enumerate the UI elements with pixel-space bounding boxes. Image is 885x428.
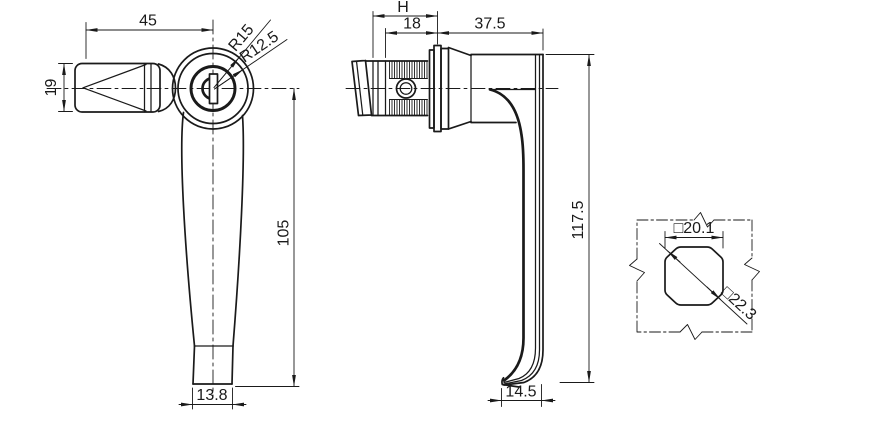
nut-washer-stack [428,44,450,133]
keyway-slot [208,73,219,105]
cross-hole-outer [395,78,417,99]
side-view: H 18 37.5 117.5 14 [345,0,595,407]
dim-overall-height: 117.5 [545,54,595,383]
diagonal-arrow-topleft [667,250,681,263]
thread-root-lines [389,78,428,100]
head-bezel-circle [177,52,249,125]
dim-label-105: 105 [276,220,293,247]
grip-end-cap [157,63,177,113]
panel-outline [629,212,760,340]
dim-square-size: □20.1 [664,220,724,249]
grip-collar-lines [143,62,152,113]
dim-thread-length: 18 [385,16,438,58]
cross-hole-inner [399,82,413,95]
dim-label-h: H [397,0,409,16]
bezel-cone [447,46,472,130]
handle-body-side [470,53,544,388]
dim-body-depth: 37.5 [437,16,544,51]
tip-sides [192,345,234,385]
panel-break-symbol-top [693,212,715,228]
panel-break-symbol-bottom [679,324,703,340]
dim-label-14-5: 14.5 [505,384,536,401]
thread-hatch-bottom [389,99,428,116]
dim-tip-width: 13.8 [178,387,247,410]
dim-label-sq-20-1: □20.1 [674,220,715,237]
arm-edge-line-2 [503,53,541,385]
washer-plate-3 [440,47,450,130]
dim-arm-length: 105 [235,88,300,387]
dim-label-45: 45 [139,13,157,30]
dim-label-37-5: 37.5 [474,16,505,33]
cutout-view: □20.1 □22.3 [629,212,760,340]
extension-line [664,231,724,249]
dim-label-117-5: 117.5 [570,200,587,239]
lock-face-circle [189,65,237,112]
dim-grip-length: 45 [85,13,214,59]
thread-section [389,60,428,116]
dim-label-13-8: 13.8 [196,387,227,404]
grip-cone-lines [82,63,147,112]
arm-right-edge [232,114,245,347]
panel-border-segments [636,219,753,333]
cone-slants [447,46,472,130]
grip-outline [74,62,161,113]
front-view: 45 19 R15 R12.5 105 [43,13,300,410]
dim-grip-height: 19 [43,63,73,112]
foot-tip [501,376,520,388]
extension-line [501,384,542,407]
spindle-break-inner-line [355,60,364,116]
leader-arrow-segment [213,57,240,88]
dim-label-sq-22-3: □22.3 [718,284,760,324]
panel-break-symbol-right [744,257,760,281]
spindle-break-end [351,59,373,117]
dim-foot-depth: 14.5 [487,384,556,407]
diagonal-arrow-bottomright [706,286,721,300]
head-outer-circle [171,47,255,130]
extension-line [58,63,73,112]
shaft-step-lines [372,60,387,117]
panel-break-symbol-left [629,258,645,282]
inner-curve [488,88,525,382]
dim-square-diagonal: □22.3 [659,243,760,325]
dim-thread-length-variable: H [372,0,438,58]
arm-edge-line-1 [503,53,537,384]
dim-label-18: 18 [403,16,421,33]
thread-hatch-top [389,60,428,79]
leader-arrow-segment [214,68,244,90]
arm-left-edge [180,111,196,347]
dim-label-19: 19 [43,79,60,97]
square-cutout-outline [664,246,724,306]
arm-outer-right-edge [503,53,544,386]
